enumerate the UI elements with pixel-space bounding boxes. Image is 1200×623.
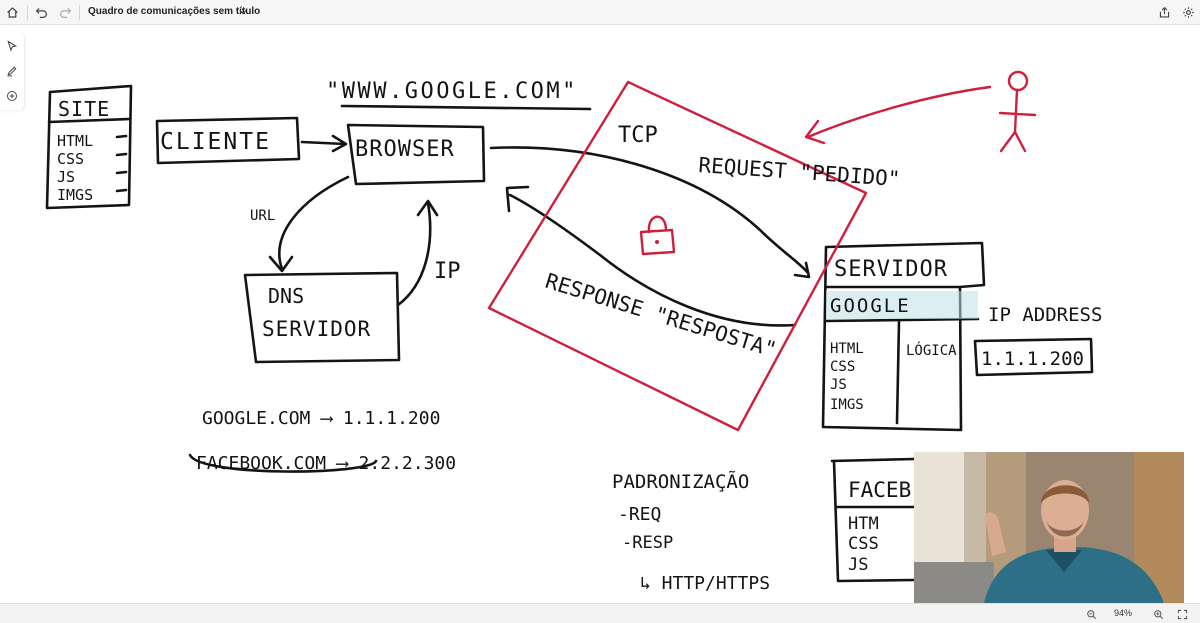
toolbar-divider — [79, 5, 80, 20]
ip-address-box — [973, 337, 1094, 377]
gear-icon — [1182, 6, 1194, 18]
request-label: REQUEST "PEDIDO" — [698, 153, 901, 191]
facebook-item-css: CSS — [848, 534, 879, 554]
document-title[interactable]: Quadro de comunicações sem título — [88, 6, 261, 17]
presenter-video — [914, 452, 1184, 603]
padlock-keyhole — [655, 240, 659, 244]
facebook-box — [830, 457, 916, 583]
plus-circle-icon — [7, 91, 17, 101]
site-box-divider — [47, 117, 132, 124]
facebook-item-html: HTM — [848, 514, 879, 534]
pen-icon — [7, 66, 17, 77]
user-arrow — [804, 85, 992, 145]
arrow-browser-dns — [268, 175, 350, 273]
dns-label-1: DNS — [268, 284, 304, 308]
top-toolbar: Quadro de comunicações sem título — [0, 0, 1200, 25]
home-icon — [6, 6, 18, 18]
facebook-item-js: JS — [848, 555, 868, 575]
arrow-response — [505, 185, 797, 327]
padlock-shackle — [647, 215, 668, 234]
standard-item-http: ↳ HTTP/HTTPS — [640, 573, 770, 594]
server-google-divider — [824, 317, 980, 323]
chevron-down-icon[interactable] — [238, 7, 248, 17]
site-title-text: SITE — [58, 97, 110, 121]
server-item-html: HTML — [830, 341, 864, 357]
server-item-css: CSS — [830, 359, 855, 375]
settings-button[interactable] — [1178, 2, 1198, 22]
fit-screen-icon — [1177, 609, 1187, 619]
site-item-html: HTML — [57, 132, 93, 150]
client-box — [155, 116, 301, 165]
ip-address-label: IP ADDRESS — [988, 304, 1102, 326]
standard-item-req: -REQ — [618, 504, 661, 525]
share-button[interactable] — [1154, 2, 1174, 22]
server-item-imgs: IMGS — [830, 397, 864, 413]
undo-button[interactable] — [31, 2, 51, 22]
server-logic: LÓGICA — [906, 341, 957, 359]
site-item-imgs: IMGS — [57, 186, 93, 204]
quote-url-text: "WWW.GOOGLE.COM" — [326, 79, 578, 104]
tool-rail — [0, 32, 25, 110]
padlock-body — [639, 228, 676, 256]
arrow-client-browser — [300, 134, 348, 153]
zoom-level[interactable]: 94% — [1114, 608, 1133, 618]
site-list-dash — [115, 134, 128, 193]
tcp-label: TCP — [618, 123, 658, 148]
zoom-out-icon — [1086, 609, 1096, 619]
dns-box — [243, 271, 401, 364]
home-button[interactable] — [2, 2, 22, 22]
zoom-out-button[interactable] — [1083, 606, 1099, 622]
client-label: CLIENTE — [160, 129, 271, 155]
dns-entry-google: GOOGLE.COM ⟶ 1.1.1.200 — [202, 408, 440, 429]
status-bar: 94% — [0, 603, 1200, 623]
server-item-js: JS — [830, 377, 847, 393]
add-button[interactable] — [3, 87, 21, 105]
ip-label: IP — [434, 259, 461, 284]
url-label: URL — [250, 208, 275, 224]
browser-box — [346, 123, 486, 186]
site-box — [45, 84, 133, 210]
dns-entry-facebook: FACEBOOK.COM ⟶ 2.2.2.300 — [196, 453, 456, 474]
arrow-request — [489, 146, 811, 279]
zoom-in-button[interactable] — [1150, 606, 1166, 622]
url-underline — [340, 104, 592, 111]
undo-icon — [35, 7, 47, 18]
ip-address-value: 1.1.1.200 — [981, 348, 1084, 370]
dns-label-2: SERVIDOR — [262, 317, 371, 341]
response-label: RESPONSE "RESPOSTA" — [543, 269, 780, 362]
standardization-title: PADRONIZAÇÃO — [612, 470, 749, 493]
server-inner-divider — [895, 320, 901, 425]
pointer-icon — [7, 40, 18, 52]
fit-to-screen-button[interactable] — [1174, 606, 1190, 622]
server-name: GOOGLE — [830, 295, 911, 317]
toolbar-divider — [27, 5, 28, 20]
whiteboard-canvas[interactable]: "WWW.GOOGLE.COM" SITE HTML CSS JS IMGS C… — [0, 25, 1200, 603]
facebook-underline — [188, 453, 378, 473]
site-item-js: JS — [57, 168, 75, 186]
share-icon — [1159, 6, 1169, 18]
google-highlight — [826, 291, 978, 319]
arrow-dns-browser — [396, 199, 439, 307]
zoom-in-icon — [1153, 609, 1163, 619]
secure-channel-box — [487, 80, 868, 432]
redo-icon — [59, 7, 71, 18]
facebook-title: FACEB — [848, 478, 911, 502]
redo-button[interactable] — [55, 2, 75, 22]
standard-item-resp: -RESP — [622, 533, 673, 553]
user-stick-figure — [998, 70, 1037, 153]
browser-label: BROWSER — [355, 137, 455, 162]
webcam-overlay — [914, 452, 1184, 603]
select-tool-button[interactable] — [3, 37, 21, 55]
site-item-css: CSS — [57, 150, 84, 168]
pen-tool-button[interactable] — [3, 62, 21, 80]
server-title: SERVIDOR — [834, 257, 948, 282]
